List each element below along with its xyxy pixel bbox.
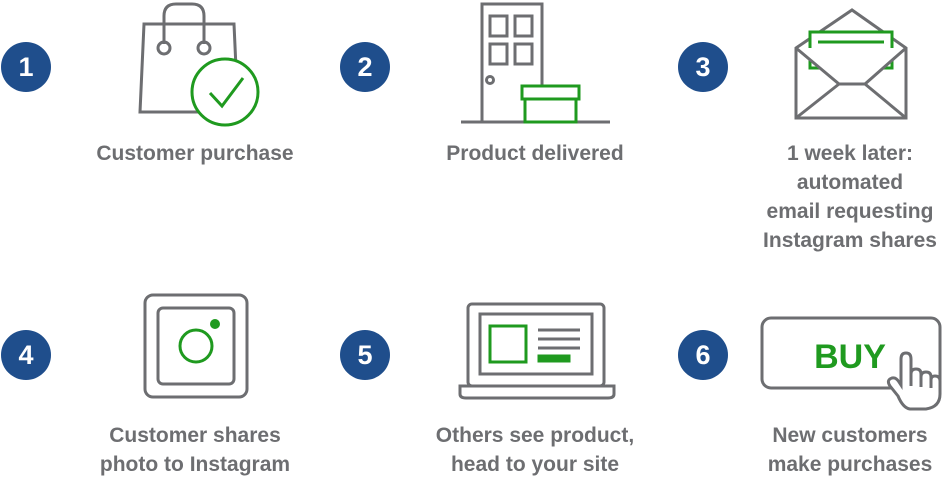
step-caption: Others see product, head to your site [435, 424, 635, 476]
step-number-badge: 4 [1, 330, 51, 380]
step-number-badge: 1 [1, 42, 51, 92]
laptop-website-icon [458, 302, 616, 400]
step-number-badge: 6 [678, 330, 728, 380]
step-number-badge: 3 [678, 42, 728, 92]
step-caption: 1 week later: automated email requesting… [763, 142, 937, 252]
shopping-bag-check-icon [138, 2, 260, 127]
step-caption: New customers make purchases [767, 424, 933, 476]
buy-button-cursor-icon: BUY [760, 316, 942, 411]
step-number-badge: 5 [340, 330, 390, 380]
buy-label: BUY [814, 338, 886, 376]
step-caption: Customer shares photo to Instagram [99, 424, 291, 476]
step-caption: Product delivered [446, 142, 624, 165]
step-number-badge: 2 [340, 42, 390, 92]
step-caption: Customer purchase [96, 142, 294, 165]
instagram-camera-icon [143, 293, 249, 399]
door-package-icon [461, 2, 610, 124]
envelope-letter-icon [794, 8, 908, 120]
